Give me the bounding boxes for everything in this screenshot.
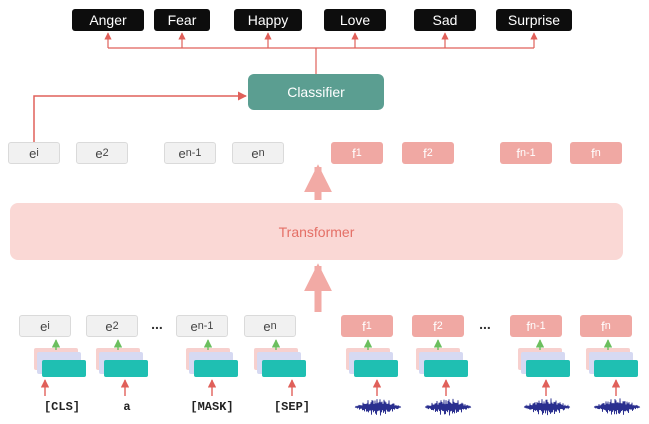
embedding-layer-teal <box>42 360 86 377</box>
embedding-layer-teal <box>354 360 398 377</box>
waveform <box>523 398 571 416</box>
emotion-label-surprise: Surprise <box>496 9 572 31</box>
waveform <box>354 399 402 416</box>
input-token-a: a <box>123 400 131 414</box>
audio-ellipsis: ... <box>479 316 491 332</box>
emotion-label-sad: Sad <box>414 9 476 31</box>
embedding-stacks <box>34 339 638 396</box>
embedding-layer-teal <box>594 360 638 377</box>
input-token-mask: [MASK] <box>190 400 234 414</box>
transformer-block: Transformer <box>10 203 623 260</box>
embedding-layer-teal <box>194 360 238 377</box>
classifier-to-emotions-arrows <box>104 32 538 74</box>
audio-waveforms <box>354 398 641 416</box>
emotion-label-love: Love <box>324 9 386 31</box>
emotion-label-anger: Anger <box>72 9 144 31</box>
text-ellipsis: ... <box>151 316 163 332</box>
input-token-sep: [SEP] <box>273 400 310 414</box>
embedding-layer-teal <box>104 360 148 377</box>
waveform <box>593 398 641 415</box>
ei-to-classifier-arrow <box>33 91 247 142</box>
input-token-cls: [CLS] <box>43 400 80 414</box>
emotion-label-happy: Happy <box>234 9 302 31</box>
embedding-layer-teal <box>424 360 468 377</box>
waveform <box>424 398 472 416</box>
emotion-label-fear: Fear <box>154 9 210 31</box>
embedding-layer-teal <box>526 360 570 377</box>
embedding-layer-teal <box>262 360 306 377</box>
classifier-box: Classifier <box>248 74 384 110</box>
